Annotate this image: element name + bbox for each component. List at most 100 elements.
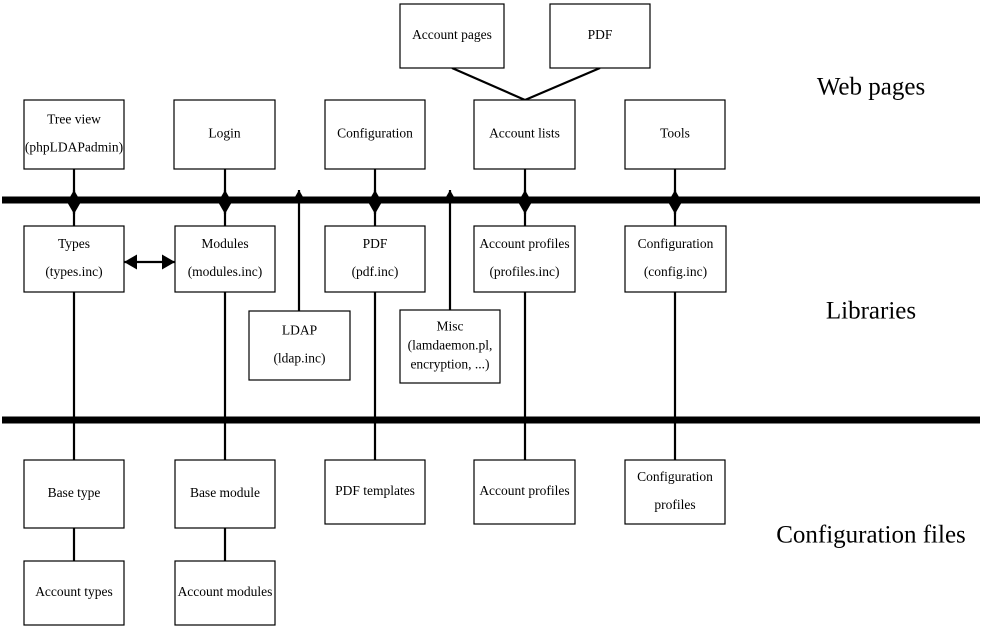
node-account-lists: Account lists [473, 99, 576, 170]
arrow-head-up [517, 190, 533, 203]
connector-pdf-top-to-account-lists [524, 66, 601, 102]
connector-modules-up [217, 190, 233, 226]
connector-line [451, 66, 526, 102]
connector-misc-up [442, 190, 458, 310]
rail-layer [2, 196, 980, 424]
node-label-line: Login [208, 126, 240, 141]
node-label-line: Base module [190, 485, 260, 500]
node-pdf-lib: PDF (pdf.inc) [324, 225, 426, 293]
connector-types-up [66, 190, 82, 226]
node-label-line: PDF templates [335, 483, 415, 498]
node-box [473, 225, 576, 293]
node-box [23, 560, 125, 626]
node-account-pages: Account pages [399, 3, 505, 69]
node-box [174, 225, 276, 293]
node-box [174, 560, 276, 626]
node-base-module: Base module [174, 459, 276, 529]
arrow-head-up [66, 190, 82, 203]
connector-pdf-lib-up [367, 190, 383, 226]
node-label-line: Account lists [489, 126, 560, 141]
connector-types-modules-bidirectional [124, 254, 175, 270]
node-login: Login [173, 99, 276, 170]
node-label-line: Base type [48, 485, 101, 500]
node-base-type: Base type [23, 459, 125, 529]
node-label-line: Account types [35, 584, 113, 599]
connector-types-to-base-type [66, 258, 82, 494]
node-label-line: PDF [588, 27, 613, 42]
node-account-profiles-files: Account profiles [473, 459, 576, 525]
section-label-libraries: Libraries [826, 298, 916, 325]
node-box [624, 99, 726, 170]
section-label-configuration-files: Configuration files [776, 522, 966, 549]
node-box [23, 225, 125, 293]
node-configuration-profiles-files: Configuration profiles [624, 459, 726, 525]
node-box [399, 3, 505, 69]
node-label-line: (phpLDAPadmin) [25, 140, 123, 155]
connector-config-lib-to-config-profiles [667, 258, 683, 494]
node-label-line: LDAP [282, 323, 317, 338]
node-box [549, 3, 651, 69]
node-label-line: Tree view [47, 112, 101, 127]
node-label-line: Account profiles [479, 236, 569, 251]
node-label-line: (profiles.inc) [489, 264, 559, 279]
node-box [248, 310, 351, 381]
node-types: Types (types.inc) [23, 225, 125, 293]
node-label-line: Configuration [638, 236, 714, 251]
node-label-line: Account modules [178, 584, 273, 599]
node-box [324, 225, 426, 293]
node-box [324, 99, 426, 170]
node-label-line: Modules [201, 236, 248, 251]
connector-pdf-lib-to-pdf-templates [367, 258, 383, 494]
node-label-line: profiles [654, 497, 695, 512]
node-label-line: Account pages [412, 27, 492, 42]
node-label-line: PDF [363, 236, 388, 251]
connector-ldap-up [291, 190, 307, 311]
connector-profiles-lib-to-profiles-files [517, 258, 533, 494]
node-label-line: Misc [437, 319, 464, 334]
node-label-line: (types.inc) [45, 264, 102, 279]
arrow-head-right [162, 254, 175, 270]
arrow-head-up [442, 190, 458, 203]
node-box [324, 459, 426, 525]
node-box [173, 99, 276, 170]
section-label-web-pages: Web pages [817, 74, 925, 101]
node-box [473, 99, 576, 170]
node-account-modules: Account modules [174, 560, 276, 626]
connector-configuration-lib-up [667, 190, 683, 226]
node-box [23, 459, 125, 529]
arrow-head-up [367, 190, 383, 203]
node-label-line: (modules.inc) [188, 264, 263, 279]
node-label-line: Configuration [337, 126, 413, 141]
node-label-line: Tools [660, 126, 690, 141]
node-pdf-templates: PDF templates [324, 459, 426, 525]
arrow-head-left [124, 254, 137, 270]
connector-line [524, 66, 601, 102]
node-ldap-lib: LDAP (ldap.inc) [248, 310, 351, 381]
node-box [624, 225, 727, 293]
node-label-line: (config.inc) [644, 264, 707, 279]
arrow-head-up [667, 190, 683, 203]
node-label-line: Account profiles [479, 483, 569, 498]
node-box [174, 459, 276, 529]
node-tree-view: Tree view (phpLDAPadmin) [23, 99, 125, 170]
node-box [624, 459, 726, 525]
node-tools: Tools [624, 99, 726, 170]
node-label-line: (ldap.inc) [273, 351, 325, 366]
connector-account-pages-to-account-lists [451, 66, 526, 102]
node-configuration-lib: Configuration (config.inc) [624, 225, 727, 293]
node-configuration-page: Configuration [324, 99, 426, 170]
node-label-line: Configuration [637, 469, 713, 484]
node-label-line: Types [58, 236, 90, 251]
node-label-line: (pdf.inc) [352, 264, 399, 279]
node-account-profiles-lib: Account profiles (profiles.inc) [473, 225, 576, 293]
arrow-head-up [291, 190, 307, 203]
node-label-line: encryption, ...) [410, 357, 489, 372]
node-box [23, 99, 125, 170]
node-box [473, 459, 576, 525]
arrow-head-up [217, 190, 233, 203]
connector-account-profiles-lib-up [517, 190, 533, 226]
